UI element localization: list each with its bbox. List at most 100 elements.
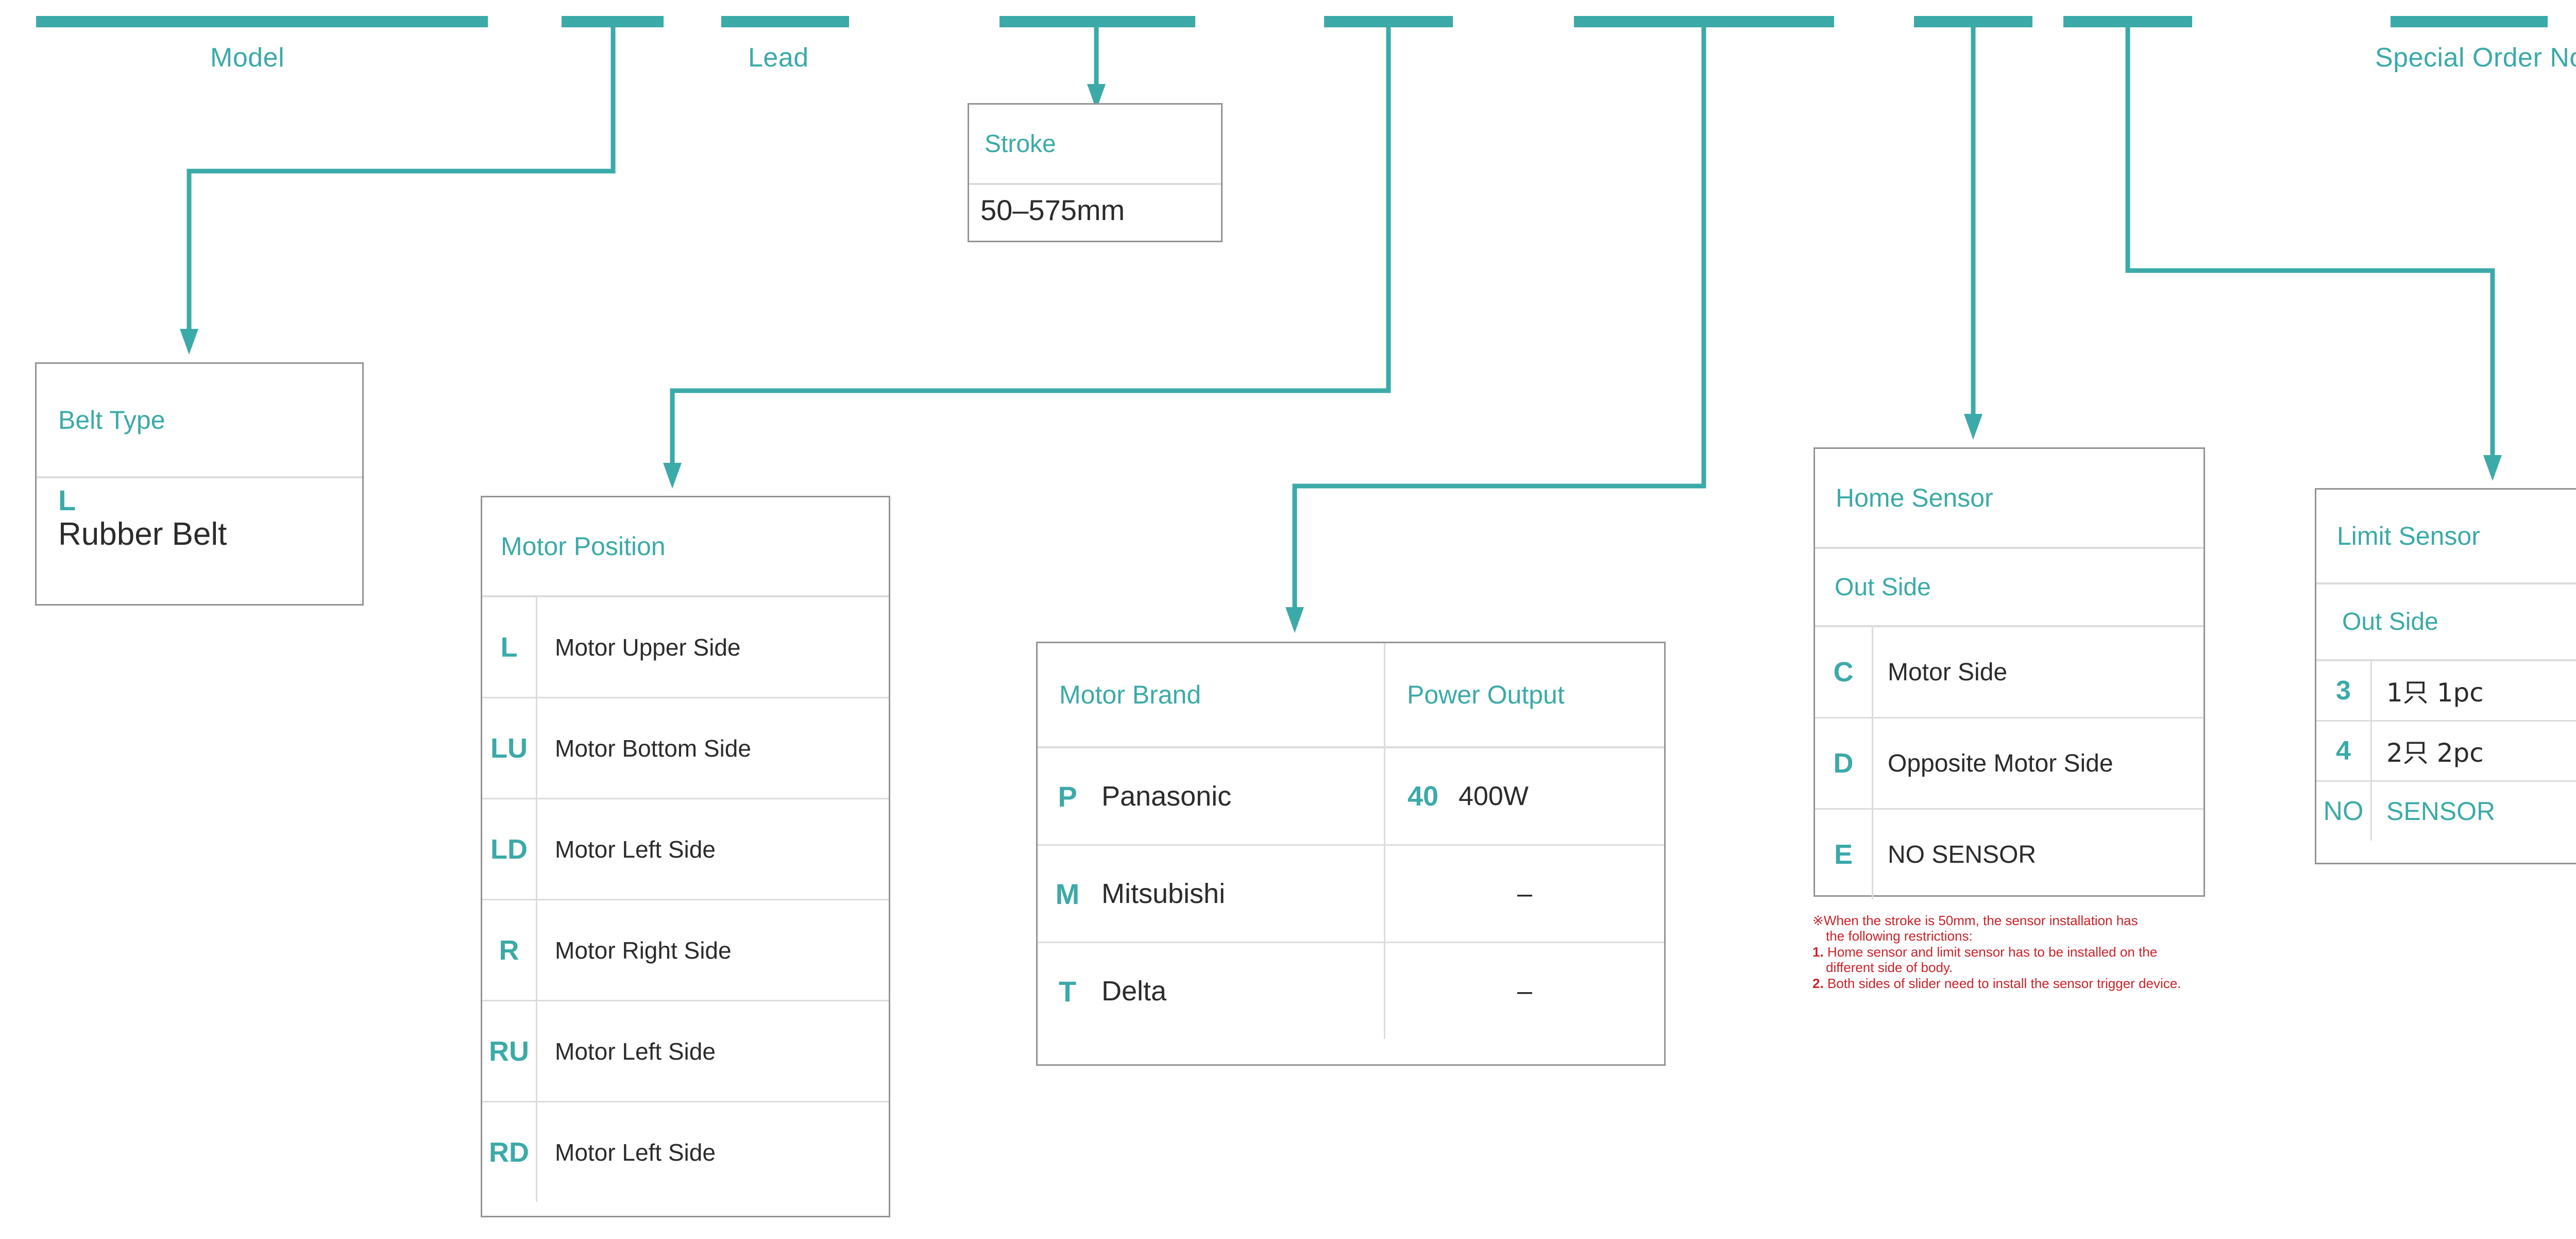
motor-position-desc: Motor Left Side (555, 1138, 716, 1166)
limit-sensor-code: NO (2323, 796, 2364, 826)
table-row: RD Motor Left Side (482, 1102, 889, 1202)
home-sensor-title: Home Sensor (1836, 483, 1993, 512)
motor-brand-cell: M Mitsubishi (1038, 846, 1384, 942)
motor-position-header-divider (482, 595, 889, 597)
limit-sensor-desc: 1只 1pc (2386, 678, 2484, 708)
power-output-value: – (1517, 879, 1532, 909)
motor-brand-col-header: Motor Brand (1059, 680, 1201, 709)
motor-brand-name: Panasonic (1101, 781, 1232, 812)
table-row: 3 1只 1pc (2316, 661, 2576, 720)
cell-divider (1384, 846, 1385, 942)
motor-position-desc: Motor Right Side (555, 936, 732, 964)
row-divider (482, 697, 889, 698)
home-sensor-code: D (1833, 748, 1854, 779)
power-output-value: – (1517, 976, 1532, 1006)
cell-divider (1384, 748, 1385, 844)
row-divider (482, 798, 889, 799)
row-divider (482, 1101, 889, 1102)
home-sensor-table: Home Sensor Out Side C Motor Side D Oppo… (1814, 447, 2205, 899)
motor-brand-code: P (1058, 780, 1077, 813)
table-row: R Motor Right Side (482, 900, 889, 1000)
belt-type-divider (37, 476, 362, 478)
table-row: LD Motor Left Side (482, 799, 889, 899)
cell-divider (1384, 943, 1385, 1039)
footnote-line-1: ※When the stroke is 50mm, the sensor ins… (1812, 913, 2138, 928)
motor-position-code: L (500, 631, 518, 663)
motor-brand-code: T (1058, 975, 1077, 1008)
segment-label-special-order-no: Special Order No. (2375, 43, 2576, 73)
limit-sensor-desc: 2只 2pc (2386, 738, 2484, 768)
limit-sensor-code: 4 (2336, 736, 2351, 766)
power-output-code: 40 (1407, 781, 1439, 812)
motor-position-desc: Motor Left Side (555, 835, 716, 863)
cell-divider (536, 799, 537, 899)
motor-position-title: Motor Position (501, 532, 666, 561)
home-sensor-desc: Opposite Motor Side (1888, 749, 2113, 777)
limit-sensor-code: 3 (2336, 676, 2351, 706)
row-divider (482, 899, 889, 900)
segment-label-model: Model (210, 43, 285, 73)
table-row: D Opposite Motor Side (1815, 718, 2204, 808)
motor-position-table: Motor Position L Motor Upper Side LU Mot… (481, 496, 890, 1217)
footnote-item-1: 1. Home sensor and limit sensor has to b… (1812, 944, 2328, 960)
limit-sensor-table: Limit Sensor Out Side 3 1只 1pc 4 2只 2pc … (2315, 488, 2576, 864)
row-divider (482, 1000, 889, 1001)
table-row: 4 2只 2pc (2316, 722, 2576, 780)
motor-brand-name: Mitsubishi (1101, 878, 1226, 909)
power-output-cell: – (1385, 943, 1664, 1039)
power-output-cell: – (1385, 846, 1664, 942)
limit-sensor-desc: SENSOR (2386, 797, 2496, 826)
row-divider (2316, 720, 2576, 722)
limit-sensor-header-divider (2316, 582, 2576, 584)
limit-sensor-subtitle-divider (2316, 659, 2576, 661)
home-sensor-subtitle: Out Side (1835, 573, 1931, 601)
cell-divider (536, 597, 537, 697)
table-row: C Motor Side (1815, 627, 2204, 717)
motor-position-code: RD (489, 1136, 529, 1168)
cell-divider (1872, 810, 1873, 899)
belt-type-code: L (58, 484, 76, 516)
belt-type-name: Rubber Belt (58, 516, 227, 552)
table-row: LU Motor Bottom Side (482, 698, 889, 798)
row-divider (2316, 780, 2576, 782)
home-sensor-code: C (1833, 657, 1854, 688)
motor-position-code: RU (489, 1035, 529, 1067)
footnote-number-1: 1. (1812, 944, 1824, 960)
stroke-value: 50–575mm (980, 194, 1125, 226)
power-output-value: 400W (1459, 781, 1529, 811)
home-sensor-subtitle-divider (1815, 625, 2204, 627)
row-divider (1038, 942, 1664, 943)
motor-brand-cell: P Panasonic (1038, 748, 1384, 844)
stroke-divider (969, 183, 1221, 185)
cell-divider (2370, 661, 2372, 720)
cell-divider (1384, 643, 1385, 746)
cell-divider (536, 1102, 537, 1202)
row-divider (1815, 808, 2204, 810)
limit-sensor-subtitle: Out Side (2342, 608, 2438, 635)
power-output-col-header: Power Output (1407, 680, 1565, 709)
belt-type-box: Belt Type L Rubber Belt (35, 362, 364, 606)
cell-divider (2370, 782, 2372, 841)
stroke-box: Stroke 50–575mm (968, 103, 1223, 242)
row-divider (1038, 844, 1664, 846)
home-sensor-code: E (1834, 839, 1853, 870)
table-row: E NO SENSOR (1815, 810, 2204, 899)
cell-divider (536, 698, 537, 798)
motor-brand-cell: T Delta (1038, 943, 1384, 1039)
home-sensor-header-divider (1815, 547, 2204, 549)
home-sensor-desc: NO SENSOR (1888, 841, 2037, 868)
motor-position-code: LD (490, 833, 528, 865)
footnote-line-5: Both sides of slider need to install the… (1823, 975, 2181, 991)
table-row: P Panasonic 40 400W (1038, 748, 1664, 844)
table-row: NO SENSOR (2316, 782, 2576, 841)
table-row: RU Motor Left Side (482, 1001, 889, 1101)
footnote-line-4: different side of body. (1826, 960, 1953, 976)
row-divider (1815, 717, 2204, 718)
motor-position-code: R (499, 934, 519, 966)
footnote-line-2: the following restrictions: (1826, 928, 1973, 944)
motor-brand-name: Delta (1101, 976, 1167, 1007)
motor-position-desc: Motor Upper Side (555, 633, 741, 661)
table-row: L Motor Upper Side (482, 597, 889, 697)
footnote-number-2: 2. (1812, 975, 1824, 991)
